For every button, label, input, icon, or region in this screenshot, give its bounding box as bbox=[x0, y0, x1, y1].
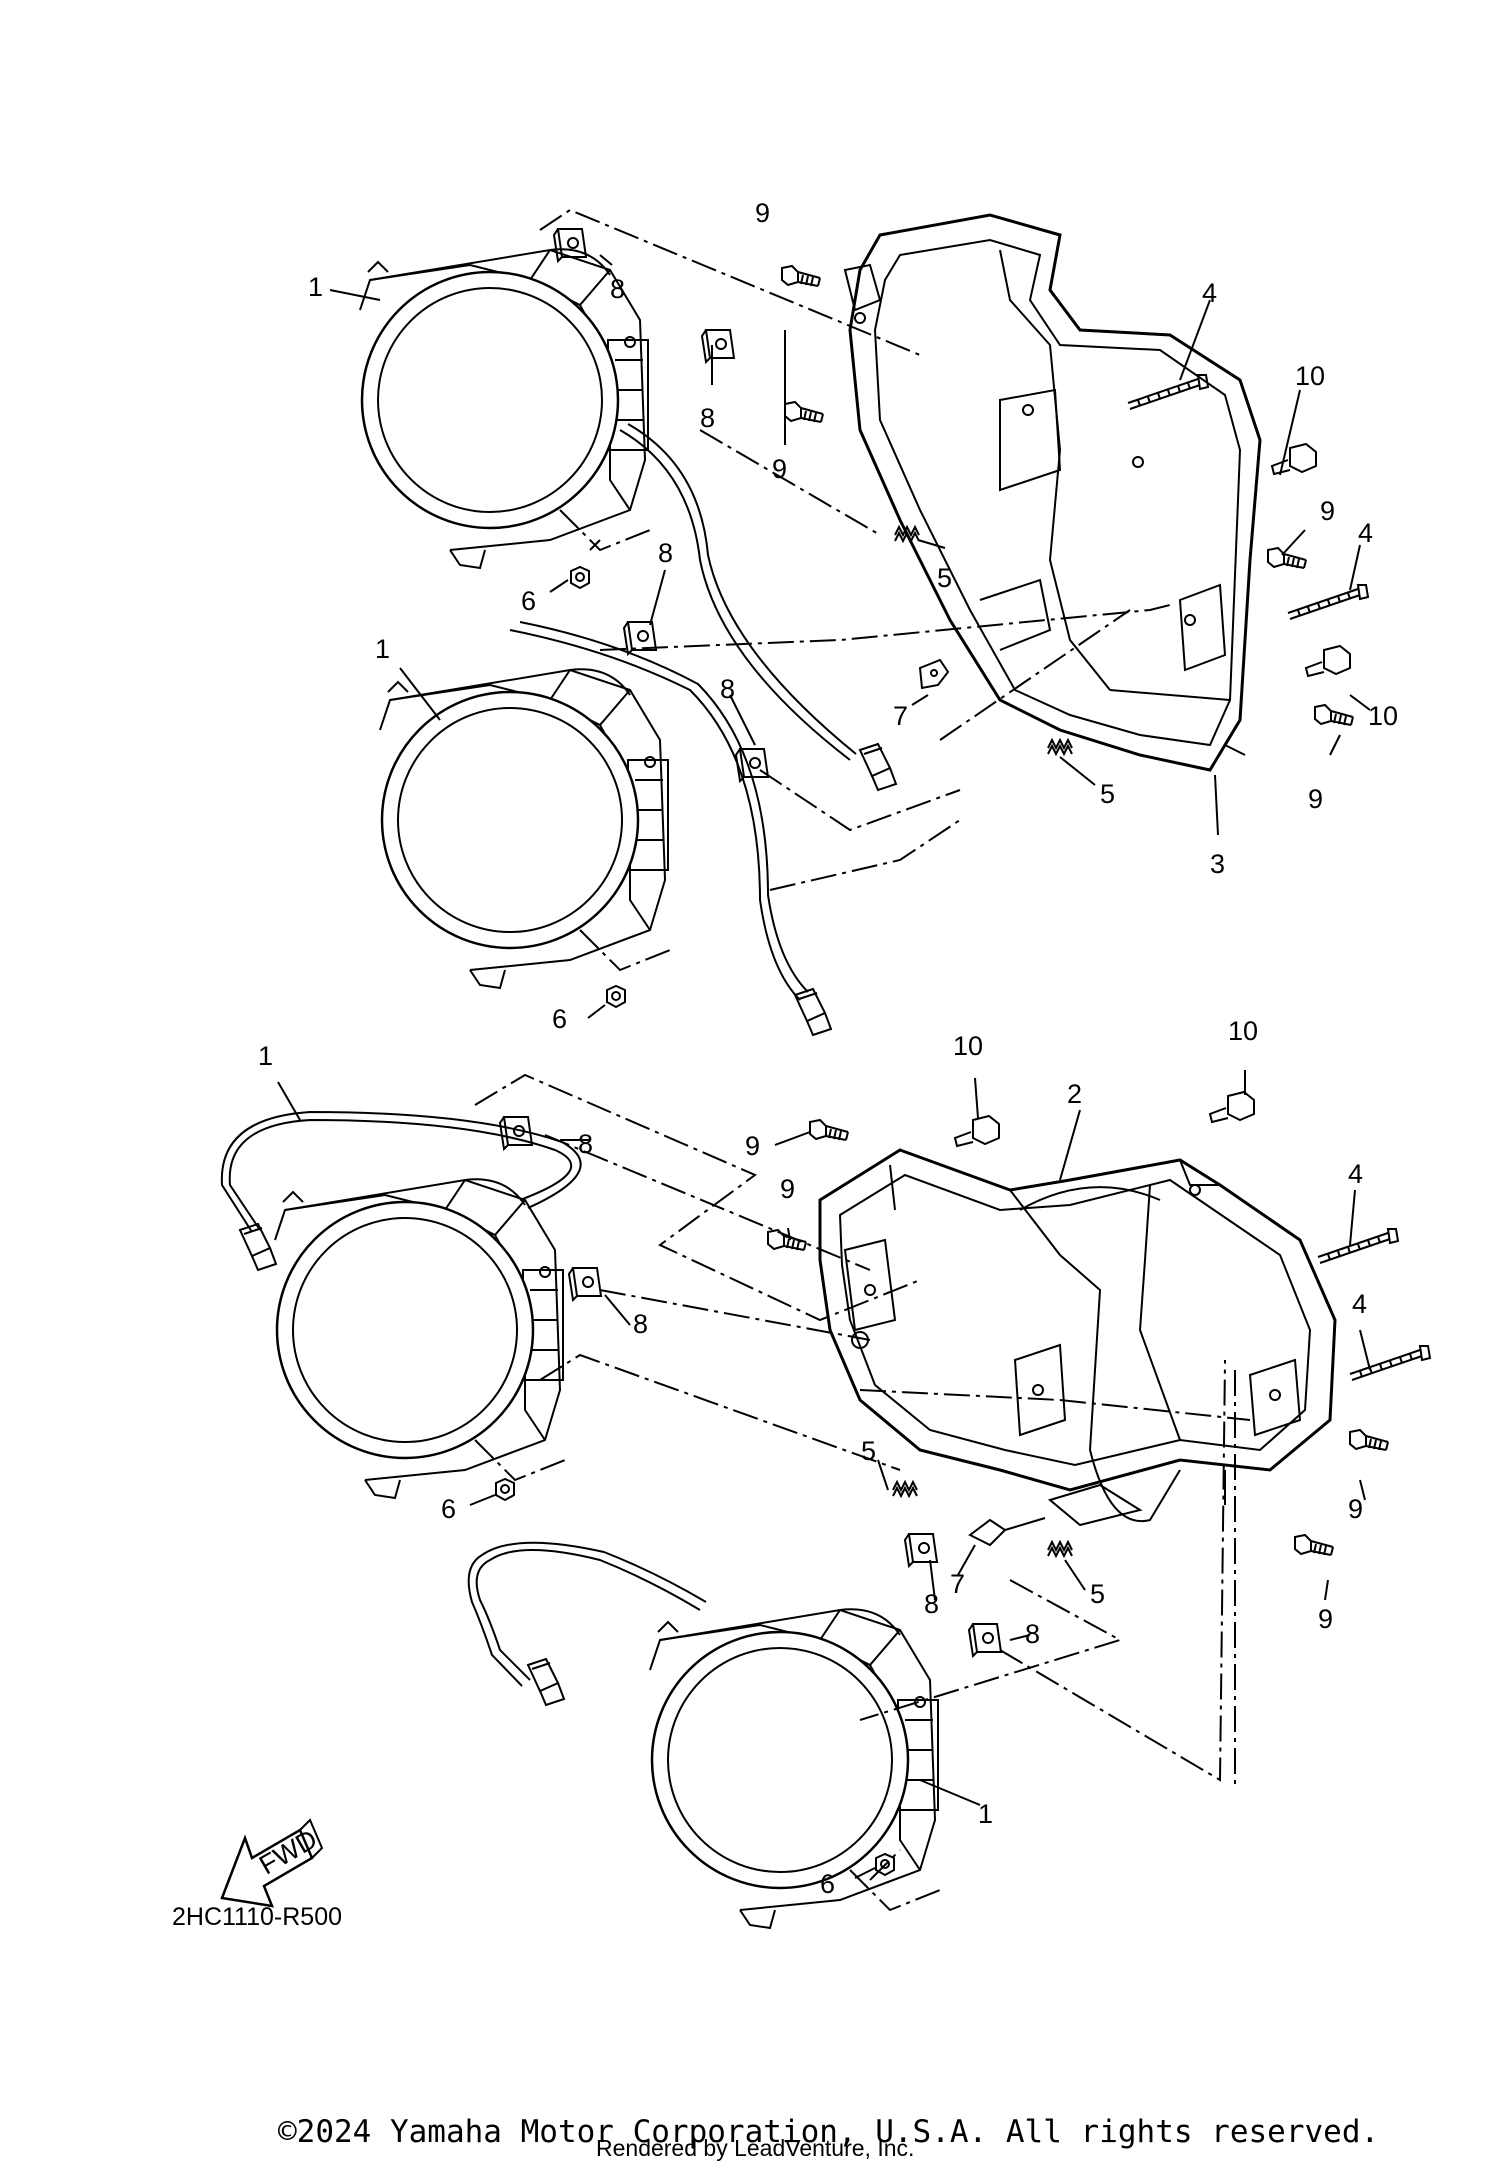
rendered-by-notice: Rendered by LeadVenture, Inc. bbox=[596, 2135, 914, 2161]
callout-5: 5 bbox=[1090, 1579, 1105, 1609]
callout-1: 1 bbox=[258, 1041, 273, 1071]
callout-6: 6 bbox=[521, 586, 536, 616]
callout-8: 8 bbox=[720, 674, 735, 704]
callout-8: 8 bbox=[658, 538, 673, 568]
callout-8: 8 bbox=[1025, 1619, 1040, 1649]
callout-9: 9 bbox=[755, 198, 770, 228]
upper-assembly bbox=[329, 208, 1371, 1036]
callout-9: 9 bbox=[1348, 1494, 1363, 1524]
callout-5: 5 bbox=[861, 1436, 876, 1466]
fwd-arrow-icon: FWD bbox=[220, 1818, 324, 1908]
callout-8: 8 bbox=[610, 274, 625, 304]
frame-2 bbox=[818, 1148, 1337, 1492]
callout-9: 9 bbox=[1308, 784, 1323, 814]
diagram-code: 2HC1110-R500 bbox=[172, 1903, 342, 1931]
headlight-lower-1 bbox=[273, 1178, 567, 1500]
callout-1: 1 bbox=[308, 272, 323, 302]
callout-10: 10 bbox=[1228, 1016, 1258, 1046]
callout-7: 7 bbox=[950, 1569, 965, 1599]
callout-9: 9 bbox=[772, 454, 787, 484]
callout-9: 9 bbox=[745, 1131, 760, 1161]
callout-9: 9 bbox=[1320, 496, 1335, 526]
callout-4: 4 bbox=[1358, 518, 1373, 548]
headlight-upper-2 bbox=[378, 668, 672, 990]
callout-10: 10 bbox=[1368, 701, 1398, 731]
callout-8: 8 bbox=[924, 1589, 939, 1619]
callout-1: 1 bbox=[375, 634, 390, 664]
callout-4: 4 bbox=[1348, 1159, 1363, 1189]
copyright-notice: ©2024 Yamaha Motor Corporation, U.S.A. A… bbox=[278, 2114, 1379, 2150]
callout-1: 1 bbox=[978, 1799, 993, 1829]
headlight-upper-1 bbox=[358, 248, 652, 570]
callout-9: 9 bbox=[780, 1174, 795, 1204]
callout-labels: 1 1 1 1 2 3 4 4 4 4 5 5 5 5 6 6 6 6 7 7 … bbox=[258, 198, 1398, 1899]
callout-10: 10 bbox=[1295, 361, 1325, 391]
callout-5: 5 bbox=[937, 563, 952, 593]
callout-4: 4 bbox=[1352, 1289, 1367, 1319]
callout-8: 8 bbox=[633, 1309, 648, 1339]
callout-5: 5 bbox=[1100, 779, 1115, 809]
callout-2: 2 bbox=[1067, 1079, 1082, 1109]
callout-4: 4 bbox=[1202, 278, 1217, 308]
lower-assembly bbox=[220, 1070, 1431, 1930]
callout-8: 8 bbox=[578, 1129, 593, 1159]
callout-3: 3 bbox=[1210, 849, 1225, 879]
callout-6: 6 bbox=[441, 1494, 456, 1524]
callout-10: 10 bbox=[953, 1031, 983, 1061]
callout-6: 6 bbox=[552, 1004, 567, 1034]
callout-9: 9 bbox=[1318, 1604, 1333, 1634]
callout-7: 7 bbox=[893, 701, 908, 731]
callout-8: 8 bbox=[700, 403, 715, 433]
callout-6: 6 bbox=[820, 1869, 835, 1899]
headlight-lower-2 bbox=[648, 1608, 942, 1930]
